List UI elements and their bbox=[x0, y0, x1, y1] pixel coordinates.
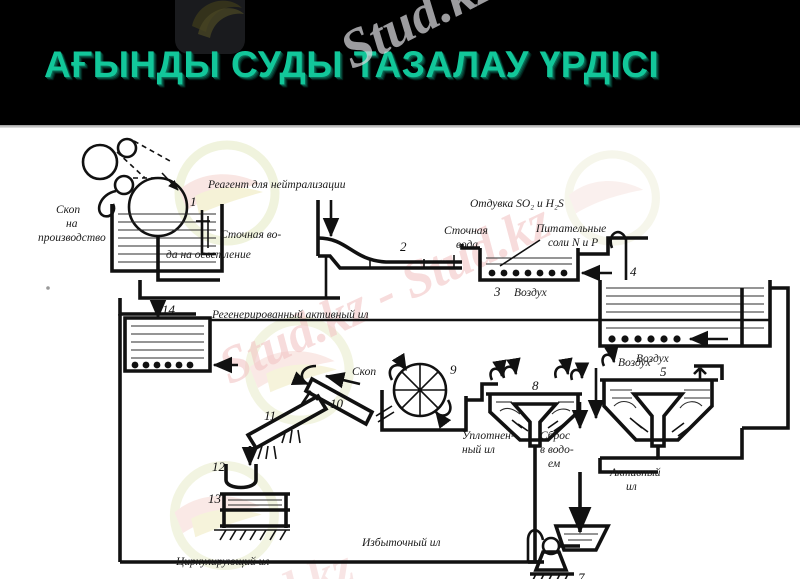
equipment-6-sludge-sump: 6 bbox=[553, 472, 611, 552]
label-scrap-to-production-1: Скоп bbox=[56, 204, 80, 216]
equipment-number-7: 7 bbox=[578, 570, 585, 579]
label-air-4: Воздух bbox=[636, 353, 670, 365]
equipment-2-neutralization-channel: 2 bbox=[316, 200, 462, 298]
diagram-canvas: .ln { stroke:#111; fill:none; stroke-wid… bbox=[38, 137, 790, 579]
equipment-number-12: 12 bbox=[212, 459, 226, 474]
label-air-5: Воздух bbox=[618, 357, 652, 369]
equipment-12-collection-hopper: 12 bbox=[212, 459, 258, 490]
label-excess-sludge: Избыточный ил bbox=[361, 536, 441, 549]
label-circulating-sludge: Циркулирующий ил bbox=[175, 555, 269, 568]
label-discharge-reservoir-1: Сброс bbox=[540, 430, 570, 442]
process-flow-diagram: Stud.kz - Stud.kz Stud.kz .ln { stroke:#… bbox=[0, 128, 800, 579]
page-title: АҒЫНДЫ СУДЫ ТАЗАЛАУ ҮРДІСІ bbox=[44, 44, 660, 85]
equipment-number-9: 9 bbox=[450, 362, 457, 377]
label-thickened-sludge-2: ный ил bbox=[462, 443, 495, 456]
equipment-11-rake-conveyor: 11 bbox=[241, 389, 329, 467]
label-scrap: Скоп bbox=[352, 366, 376, 378]
label-regenerated-sludge: Регенерированный активный ил bbox=[211, 308, 369, 321]
label-discharge-reservoir-3: ем bbox=[548, 458, 561, 470]
equipment-13-press-filter: 13 bbox=[208, 491, 290, 541]
label-wastewater-clarification-1: Сточная во- bbox=[220, 229, 281, 241]
label-nutrient-salts-1: Питательные bbox=[535, 223, 606, 235]
equipment-number-4: 4 bbox=[630, 264, 637, 279]
label-discharge-reservoir-2: в водо- bbox=[540, 444, 574, 456]
label-wastewater-1: Сточная bbox=[444, 225, 488, 237]
label-air-3: Воздух bbox=[514, 287, 548, 299]
label-activated-sludge-2: ил bbox=[626, 481, 637, 493]
equipment-number-13: 13 bbox=[208, 491, 222, 506]
equipment-5-secondary-clarifier: 5 Воздух bbox=[587, 345, 744, 474]
equipment-number-3: 3 bbox=[493, 284, 501, 299]
equipment-number-8: 8 bbox=[532, 378, 539, 393]
label-nutrient-salts-2: соли N и P bbox=[548, 237, 598, 249]
equipment-9-rotary-drum-thickener: 9 bbox=[380, 352, 468, 432]
equipment-number-11: 11 bbox=[264, 408, 276, 423]
label-scrap-to-production-3: производство bbox=[38, 232, 106, 244]
equipment-number-2: 2 bbox=[400, 239, 407, 254]
label-stripping-so2-h2s: Отдувка SO₂ и H₂S bbox=[470, 198, 564, 210]
equipment-number-6: 6 bbox=[574, 508, 581, 523]
equipment-8-sludge-thickener: 8 bbox=[486, 357, 590, 552]
equipment-number-10: 10 bbox=[330, 396, 344, 411]
label-wastewater-clarification-2: да на осветление bbox=[166, 249, 251, 261]
label-scrap-to-production-2: на bbox=[66, 218, 78, 230]
equipment-number-5: 5 bbox=[660, 364, 667, 379]
title-band: АҒЫНДЫ СУДЫ ТАЗАЛАУ ҮРДІСІ Stud.kz bbox=[0, 0, 800, 125]
equipment-10-inclined-conveyor: 10 bbox=[290, 364, 395, 427]
label-thickened-sludge-1: Уплотнен- bbox=[462, 430, 515, 442]
label-activated-sludge-1: Активный bbox=[609, 466, 661, 479]
equipment-3-aerated-stripping-basin: 3 Воздух bbox=[460, 239, 612, 299]
equipment-7-pump: 7 bbox=[526, 528, 585, 579]
label-reagent-neutralization: Реагент для нейтрализации bbox=[207, 178, 346, 191]
equipment-number-14: 14 bbox=[162, 302, 176, 317]
equipment-number-1: 1 bbox=[190, 194, 197, 209]
title-divider bbox=[0, 125, 800, 128]
equipment-1-clarifier-drum-tank: 1 bbox=[81, 137, 340, 300]
